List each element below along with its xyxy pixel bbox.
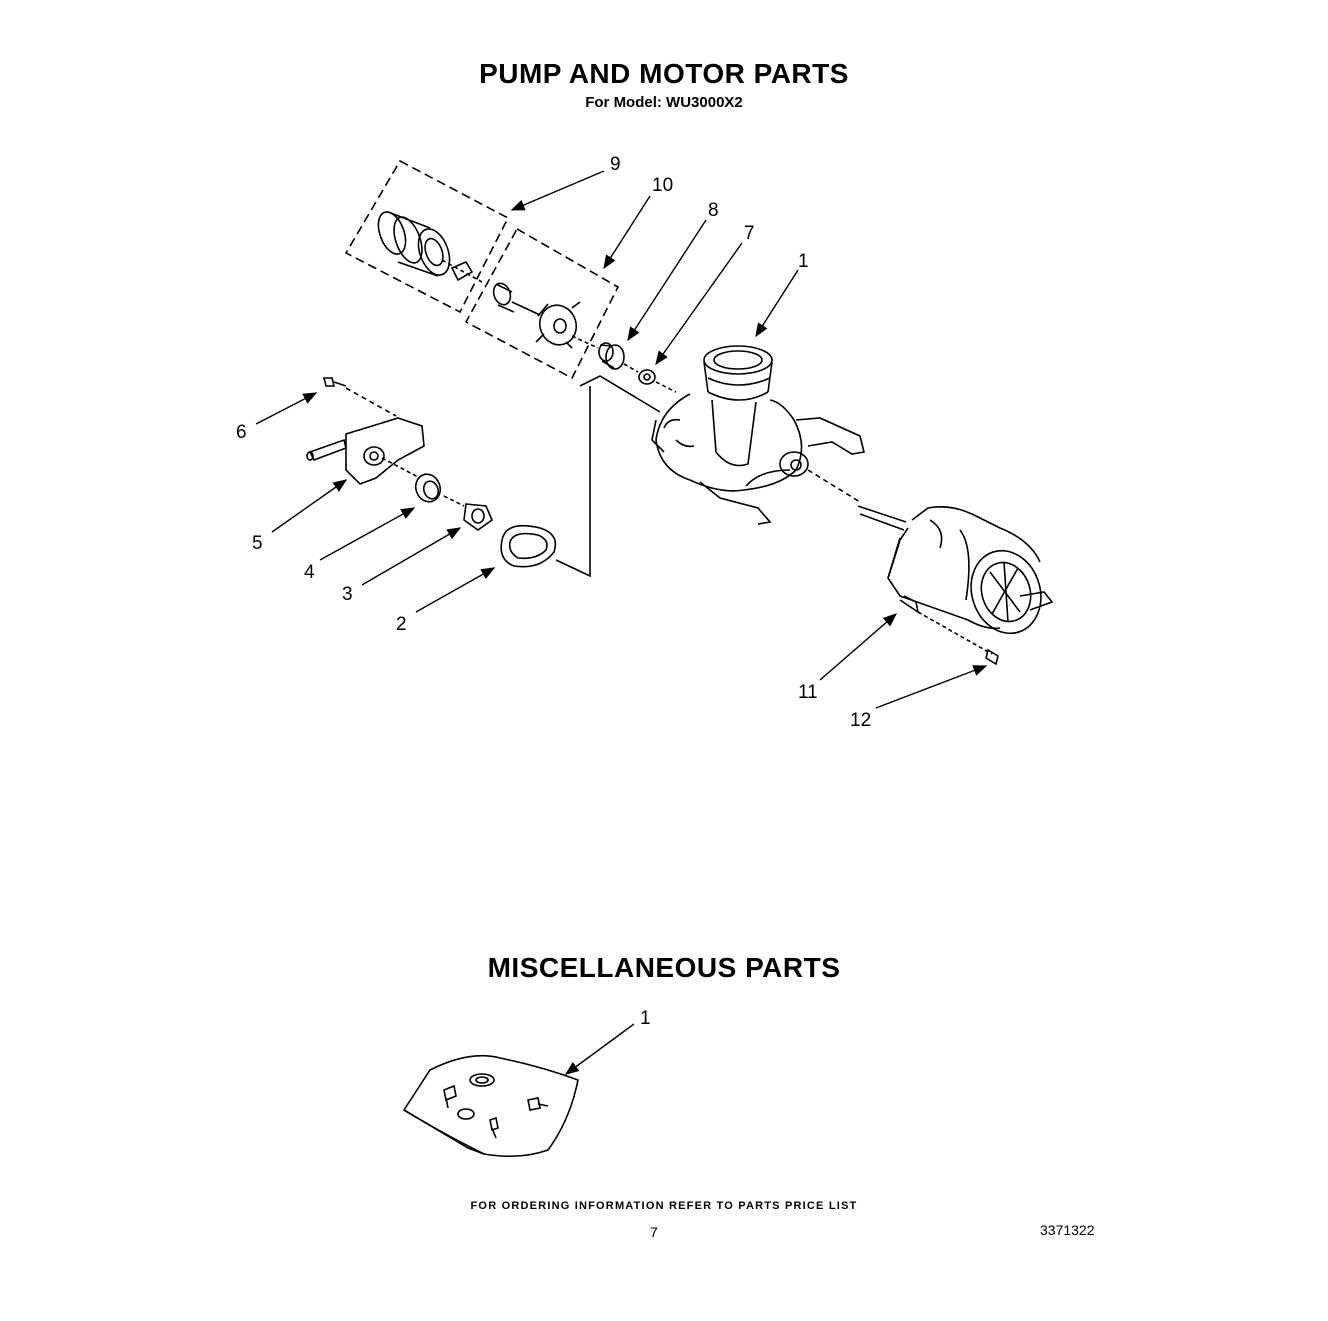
callout-1: 1 [798, 251, 809, 272]
page-number: 7 [650, 1224, 658, 1240]
callout-4: 4 [304, 562, 315, 583]
callout-8: 8 [708, 200, 719, 221]
part-7-washer [623, 363, 677, 393]
seal-drum-part [377, 211, 483, 283]
assembly-bracket-line [579, 375, 661, 413]
part-6-screw [322, 377, 397, 417]
callout-12: 12 [850, 710, 871, 731]
part-10-dashed-box [464, 227, 620, 380]
ordering-note: FOR ORDERING INFORMATION REFER TO PARTS … [470, 1200, 858, 1212]
callout-7: 7 [744, 223, 755, 244]
callout-9: 9 [610, 154, 621, 175]
part-3-seal [463, 503, 493, 531]
assembly-bracket-line [555, 386, 591, 578]
page-title: PUMP AND MOTOR PARTS [479, 58, 849, 89]
callout-5: 5 [252, 533, 263, 554]
misc-parts-bag [402, 1054, 579, 1158]
part-11-motor [807, 469, 1054, 635]
model-subtitle: For Model: WU3000X2 [585, 94, 743, 111]
callout-arrows [255, 170, 988, 1075]
misc-section-title: MISCELLANEOUS PARTS [487, 952, 841, 983]
part-1-pump-housing [651, 345, 865, 525]
document-number: 3371322 [1040, 1222, 1095, 1238]
part-5-cover-plate [306, 417, 425, 485]
callout-2: 2 [396, 614, 407, 635]
part-9-dashed-box [344, 159, 510, 314]
part-12-screw [917, 611, 999, 666]
callout-10: 10 [652, 175, 673, 196]
part-2-gasket [500, 524, 557, 568]
callout-11: 11 [798, 682, 818, 703]
impeller-part [492, 282, 581, 349]
callout-3: 3 [342, 584, 353, 605]
part-8-bearing [571, 335, 625, 370]
callout-6: 6 [236, 422, 247, 443]
part-4-ring [414, 473, 465, 507]
misc-callout-1: 1 [640, 1008, 651, 1029]
